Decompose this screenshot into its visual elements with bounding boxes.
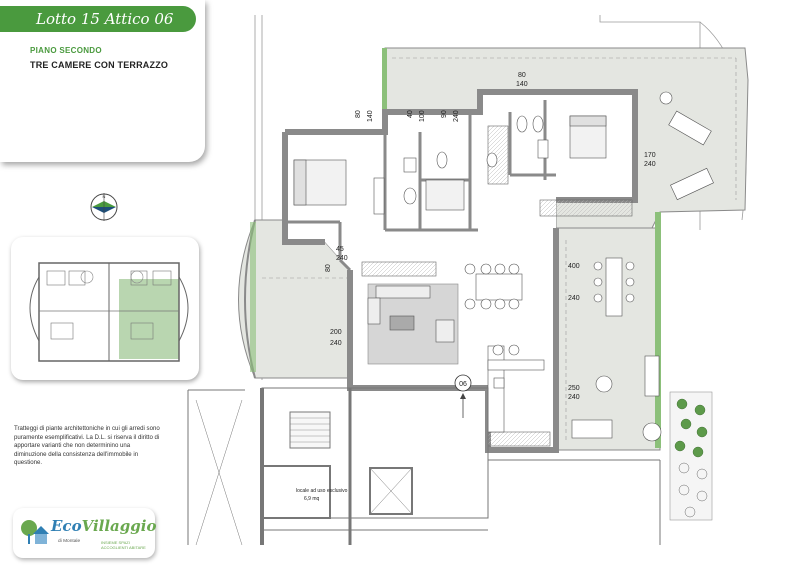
- svg-text:N: N: [103, 194, 106, 199]
- lot-title: Lotto 15 Attico 06: [0, 6, 196, 32]
- compass-icon: N: [90, 193, 118, 221]
- svg-text:240: 240: [568, 394, 580, 401]
- bedroom-furniture: [293, 115, 607, 211]
- dining-set: [464, 263, 523, 310]
- terrace-furniture: [571, 91, 714, 442]
- svg-text:240: 240: [644, 161, 656, 168]
- svg-text:90: 90: [441, 110, 448, 118]
- logo-subtitle: di Montale: [58, 539, 81, 544]
- logo-name: EcoVillaggio: [51, 517, 157, 535]
- svg-text:200: 200: [330, 329, 342, 336]
- svg-text:140: 140: [367, 110, 374, 122]
- header-card: Lotto 15 Attico 06 PIANO SECONDO TRE CAM…: [0, 0, 205, 162]
- ecovillaggio-logo: EcoVillaggio di Montale INSIEME SPAZI AC…: [13, 508, 157, 558]
- living-furniture: [367, 285, 455, 343]
- svg-text:240: 240: [453, 110, 460, 122]
- wardrobes: [361, 125, 633, 447]
- stairwell: [187, 387, 661, 546]
- storage-label: locale ad uso esclusivo: [296, 488, 348, 494]
- svg-text:40: 40: [407, 110, 414, 118]
- svg-text:170: 170: [644, 152, 656, 159]
- unit-marker: [454, 374, 472, 392]
- svg-text:45: 45: [336, 246, 344, 253]
- unit-marker-label: 06: [459, 381, 467, 388]
- kitchen: [487, 344, 545, 433]
- storage-area: 6,9 mq: [304, 496, 320, 502]
- svg-text:80: 80: [355, 110, 362, 118]
- svg-text:140: 140: [516, 81, 528, 88]
- dimension-labels: 80 140 40 100 90 240 80 140 170 240 45 2…: [325, 72, 656, 401]
- house-tree-icon: [21, 520, 49, 544]
- disclaimer-text: Tratteggi di piante architettoniche in c…: [14, 425, 160, 467]
- logo-tagline: INSIEME SPAZI ACCOGLIENTI ABITARE: [101, 540, 146, 550]
- svg-text:240: 240: [330, 340, 342, 347]
- svg-text:80: 80: [325, 264, 332, 272]
- floor-label: PIANO SECONDO: [30, 46, 102, 55]
- floor-plan: 06 locale ad uso esclusivo 6,9 mq 80 140…: [187, 15, 749, 546]
- svg-text:100: 100: [419, 110, 426, 122]
- planter: [669, 391, 713, 521]
- svg-text:250: 250: [568, 385, 580, 392]
- svg-text:400: 400: [568, 263, 580, 270]
- svg-text:240: 240: [336, 255, 348, 262]
- key-plan: [11, 237, 199, 380]
- svg-text:240: 240: [568, 295, 580, 302]
- highlighted-unit: [119, 279, 179, 359]
- svg-text:80: 80: [518, 72, 526, 79]
- bathroom-fixtures: [373, 115, 549, 215]
- unit-description: TRE CAMERE CON TERRAZZO: [30, 60, 169, 70]
